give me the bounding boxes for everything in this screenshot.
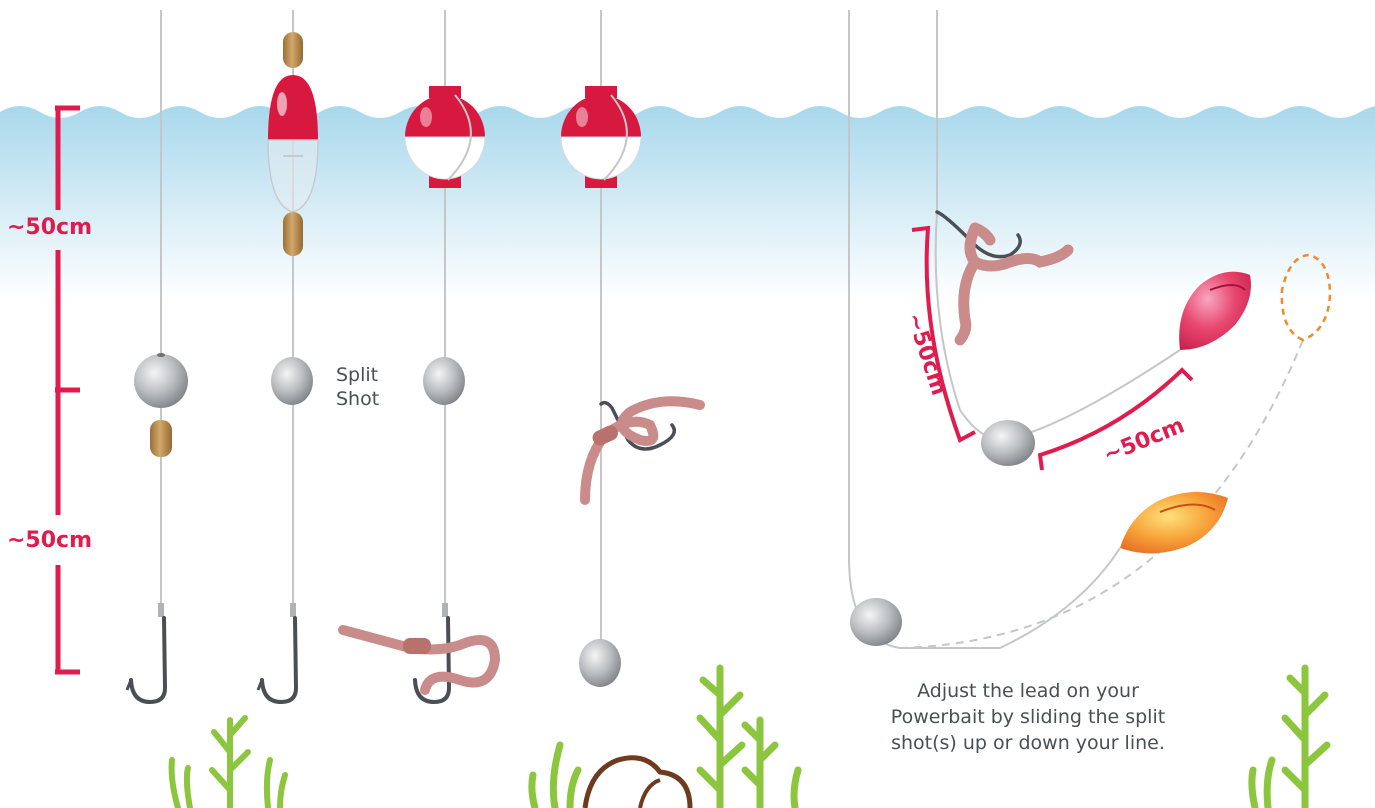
round-sinker — [134, 354, 188, 408]
split-shot-icon — [423, 357, 465, 405]
caption-line1: Adjust the lead on your — [868, 678, 1188, 704]
float-bobber-icon — [268, 75, 318, 212]
bead — [283, 212, 303, 256]
depth-label-top: ~50cm — [7, 215, 92, 240]
adjust-caption: Adjust the lead on your Powerbait by sli… — [868, 678, 1188, 756]
worm-icon — [585, 401, 700, 500]
caption-line2: Powerbait by sliding the split — [868, 704, 1188, 730]
water-surface — [0, 106, 1375, 300]
powerbait-icon — [1120, 492, 1228, 553]
split-shot-icon — [271, 357, 313, 405]
split-shot-icon — [579, 639, 621, 687]
bead — [150, 420, 172, 457]
hook-icon — [131, 618, 165, 702]
depth-label-bottom: ~50cm — [7, 528, 92, 553]
weed-icon — [1252, 668, 1327, 808]
split-shot-label: Split Shot — [336, 363, 396, 411]
hook-icon — [262, 618, 296, 702]
split-shot-label-line2: Shot — [336, 387, 396, 411]
caption-line3: shot(s) up or down your line. — [868, 730, 1188, 756]
bead — [283, 32, 303, 68]
rig-3 — [343, 10, 495, 702]
split-shot-label-line1: Split — [336, 363, 396, 387]
weed-icon — [172, 718, 285, 808]
split-shot-icon — [850, 598, 902, 646]
rock-icon — [585, 758, 690, 808]
split-shot-icon — [981, 420, 1035, 466]
